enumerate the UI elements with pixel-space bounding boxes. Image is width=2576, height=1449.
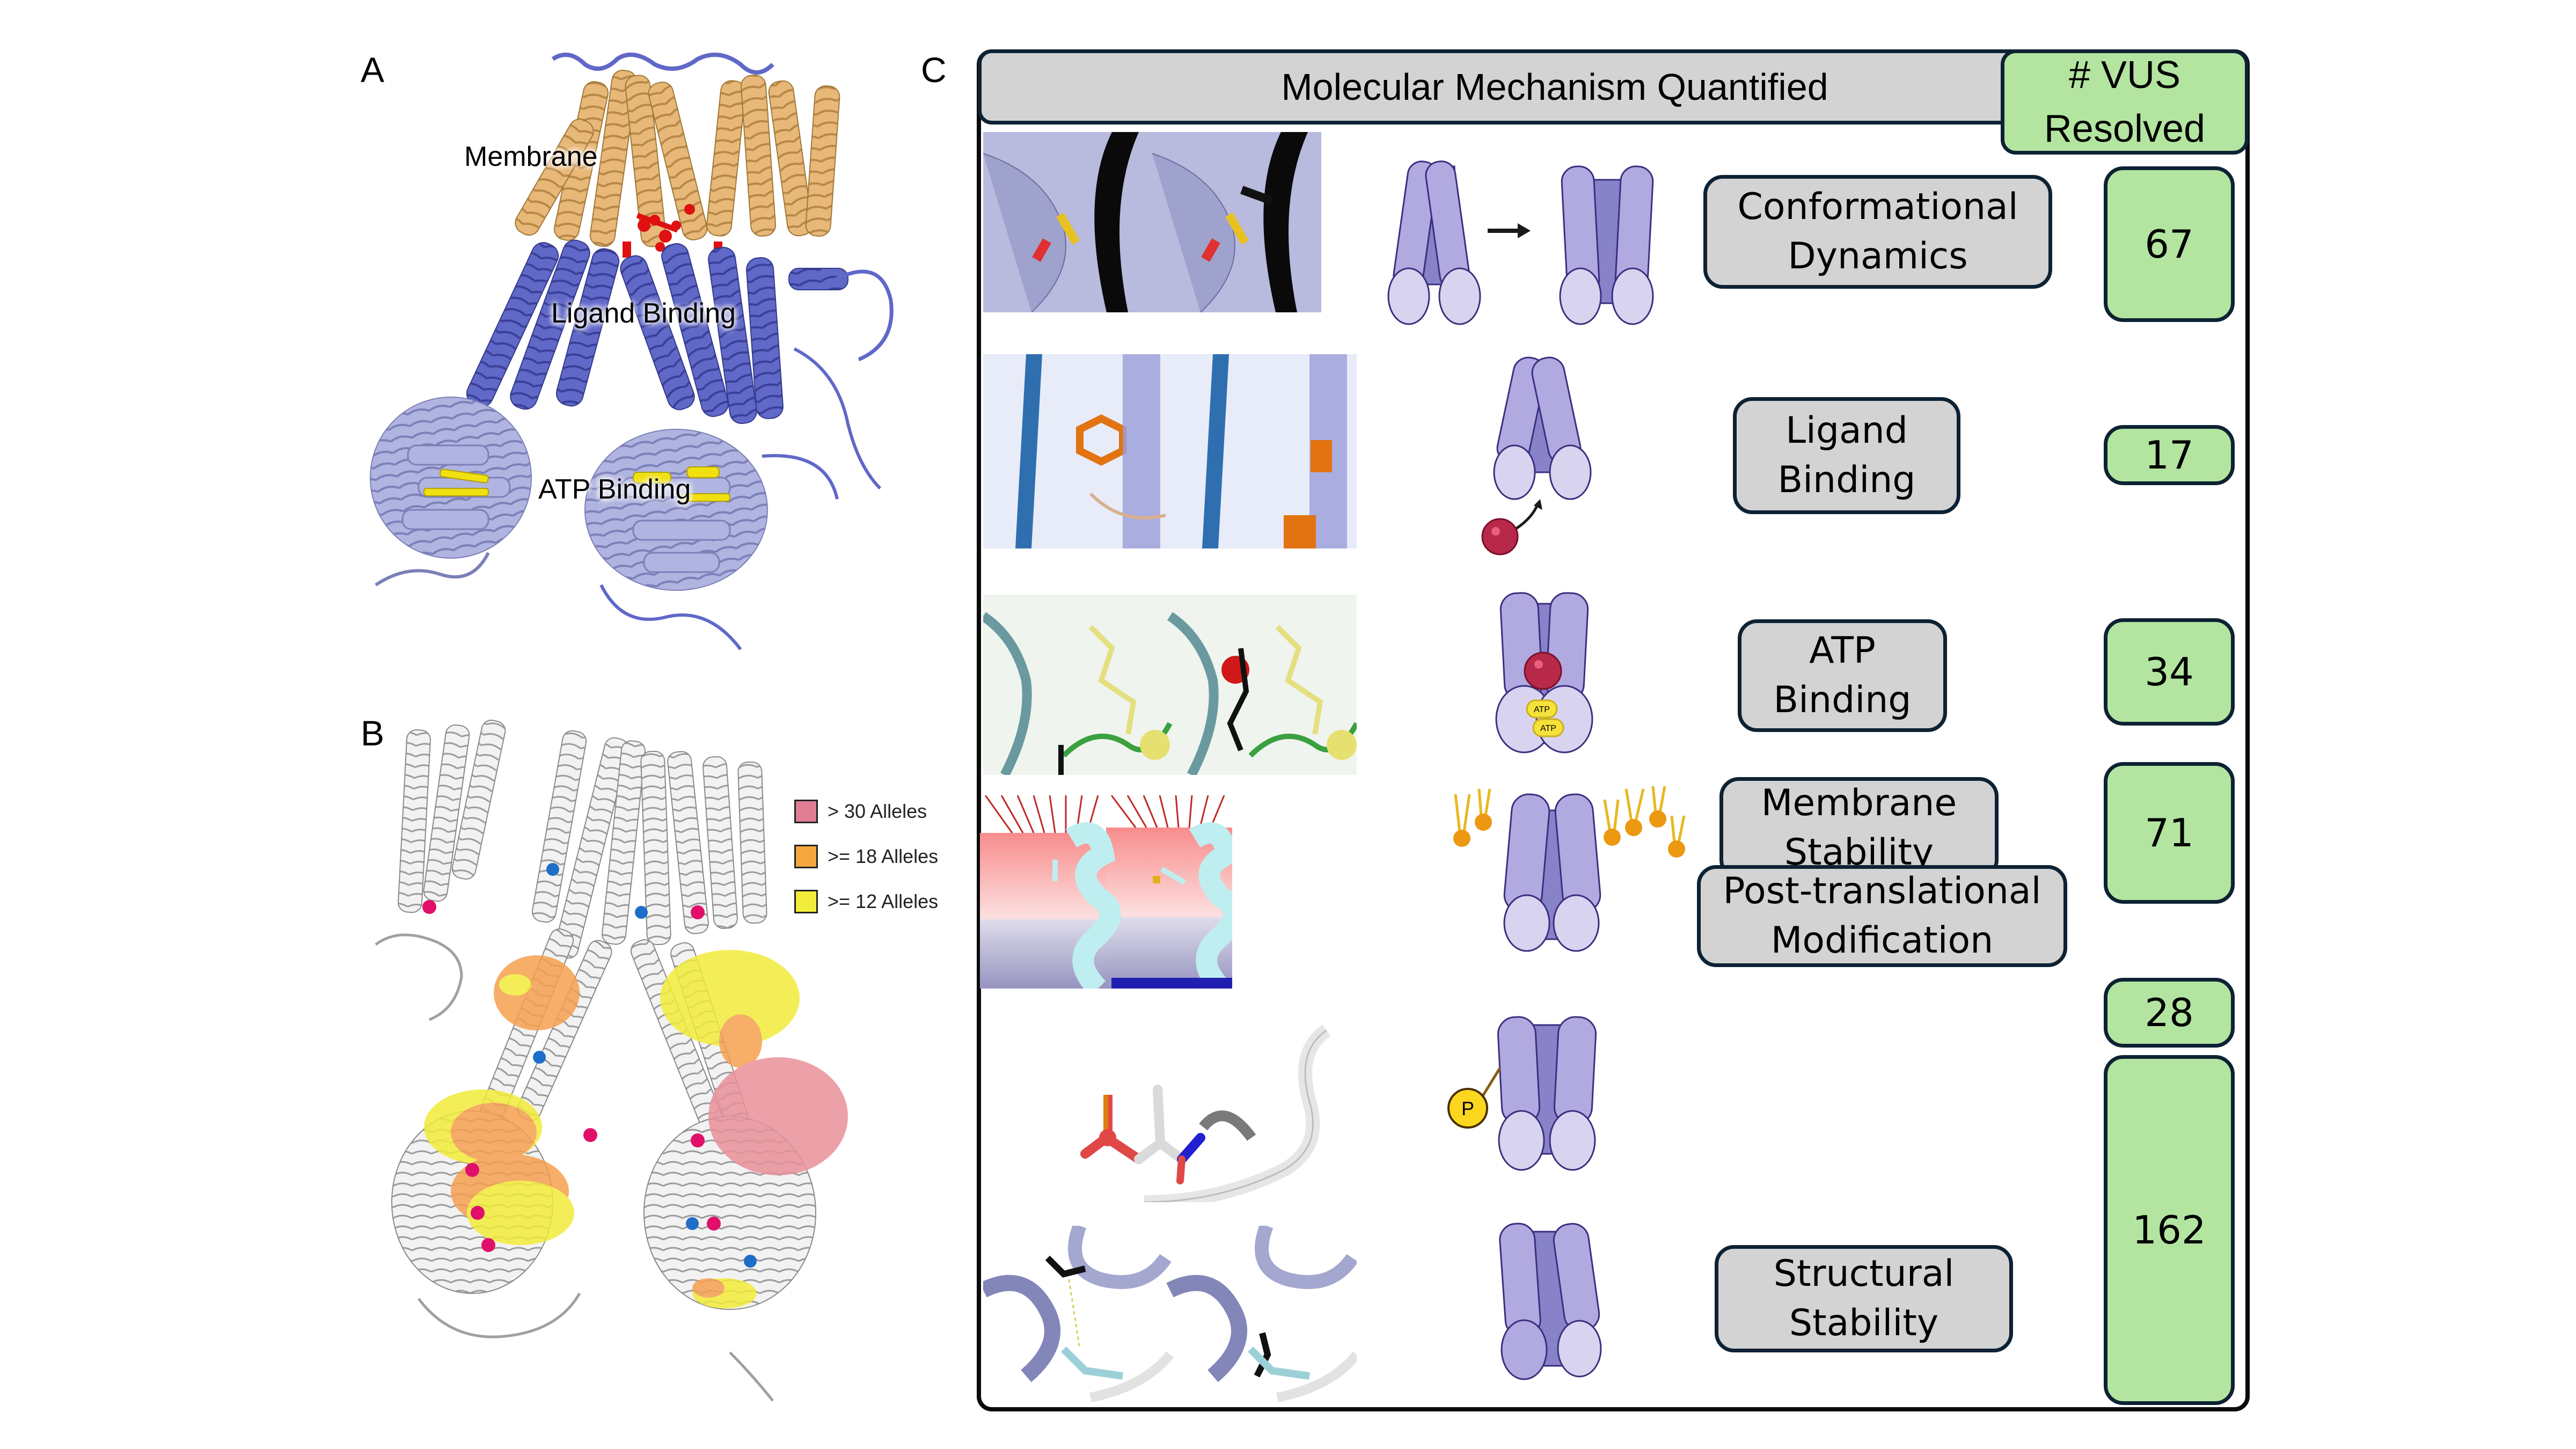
mechanism-label: ATP — [1809, 630, 1876, 672]
vus-header-line1: # VUS — [2068, 54, 2181, 97]
destabilized-transporter-cartoon — [1499, 1223, 1602, 1380]
ligand-binding-structure-image — [983, 354, 1357, 548]
vus-count: 71 — [2145, 810, 2194, 855]
mechanism-conformational-dynamics: Conformational Dynamics — [1703, 175, 2052, 289]
vus-count: 34 — [2145, 649, 2194, 694]
vus-count: 28 — [2145, 990, 2194, 1035]
mechanism-label: Structural — [1773, 1253, 1955, 1295]
mechanism-membrane-stability: Membrane Stability — [1719, 777, 1999, 879]
atp-binding-structure-image — [983, 595, 1357, 775]
mechanism-label: Ligand — [1785, 409, 1908, 452]
allele-legend: > 30 Alleles >= 18 Alleles >= 12 Alleles — [794, 789, 938, 924]
legend-swatch-yellow — [794, 890, 818, 913]
atp-binding-cartoon: ATP ATP — [1495, 592, 1593, 753]
vus-count: 67 — [2145, 222, 2194, 267]
ptm-structure-image — [983, 1020, 1391, 1202]
panel-a-protein-structure — [370, 53, 894, 650]
panel-c-header: Molecular Mechanism Quantified — [978, 49, 2057, 125]
membrane-label: Membrane — [464, 141, 598, 172]
structural-stability-structure-image — [983, 1226, 1357, 1403]
conformational-dynamics-structure-image — [983, 132, 1321, 312]
svg-text:P: P — [1461, 1097, 1474, 1119]
vus-header-line2: Resolved — [2044, 107, 2206, 150]
panel-a-letter: A — [361, 50, 385, 90]
vus-count-conformational: 67 — [2104, 166, 2235, 322]
vus-count: 162 — [2132, 1208, 2206, 1253]
atp-badge-icon: ATP ATP — [1526, 699, 1564, 737]
vus-count-ligand: 17 — [2104, 425, 2235, 485]
mechanism-label: Conformational — [1737, 186, 2018, 228]
mechanism-label: Stability — [1789, 1302, 1939, 1344]
vus-resolved-header: # VUS Resolved — [2001, 49, 2249, 155]
phosphorylation-cartoon: P — [1447, 1016, 1597, 1171]
legend-item: >= 12 Alleles — [794, 879, 938, 924]
panel-c-letter: C — [921, 50, 947, 90]
legend-label: > 30 Alleles — [828, 800, 927, 822]
panel-b-protein-structure — [375, 720, 848, 1402]
legend-label: >= 18 Alleles — [828, 845, 939, 867]
legend-item: > 30 Alleles — [794, 789, 938, 834]
header-title: Molecular Mechanism Quantified — [1281, 66, 1828, 108]
svg-text:ATP: ATP — [1534, 705, 1550, 714]
ligand-binding-label: Ligand Binding — [551, 298, 736, 329]
svg-text:ATP: ATP — [1540, 724, 1556, 733]
legend-swatch-orange — [794, 845, 818, 868]
mechanism-atp-binding: ATP Binding — [1738, 619, 1947, 732]
legend-item: >= 18 Alleles — [794, 834, 938, 879]
legend-swatch-pink — [794, 800, 818, 823]
mechanism-label: Dynamics — [1788, 235, 1968, 277]
mechanism-label: Membrane — [1761, 782, 1957, 824]
legend-label: >= 12 Alleles — [828, 890, 939, 912]
mechanism-structural-stability: Structural Stability — [1715, 1245, 2013, 1352]
vus-count-atp: 34 — [2104, 618, 2235, 726]
mechanism-label: Binding — [1777, 459, 1916, 501]
vus-count-structural: 162 — [2104, 1055, 2235, 1405]
closed-to-open-transition-cartoon — [1387, 160, 1654, 325]
atp-binding-label: ATP Binding — [538, 474, 691, 505]
vus-count-membrane: 71 — [2104, 762, 2235, 904]
membrane-lipid-cartoon — [1453, 786, 1686, 952]
mechanism-label: Post-translational — [1723, 870, 2041, 912]
ligand-entering-cartoon — [1481, 356, 1592, 555]
mechanism-ligand-binding: Ligand Binding — [1733, 397, 1960, 514]
vus-count-ptm: 28 — [2104, 978, 2235, 1048]
mechanism-post-translational-modification: Post-translational Modification — [1697, 865, 2067, 967]
phosphate-badge-icon: P — [1447, 1088, 1488, 1129]
mechanism-label: Modification — [1770, 919, 1994, 962]
mechanism-label: Binding — [1773, 679, 1912, 721]
vus-count: 17 — [2145, 433, 2194, 478]
membrane-stability-structure-image — [980, 795, 1232, 989]
panel-b-letter: B — [361, 713, 385, 753]
ligand-sphere-icon — [1481, 518, 1519, 555]
arrow-right-icon — [1488, 223, 1531, 238]
ligand-sphere-icon — [1524, 652, 1562, 690]
